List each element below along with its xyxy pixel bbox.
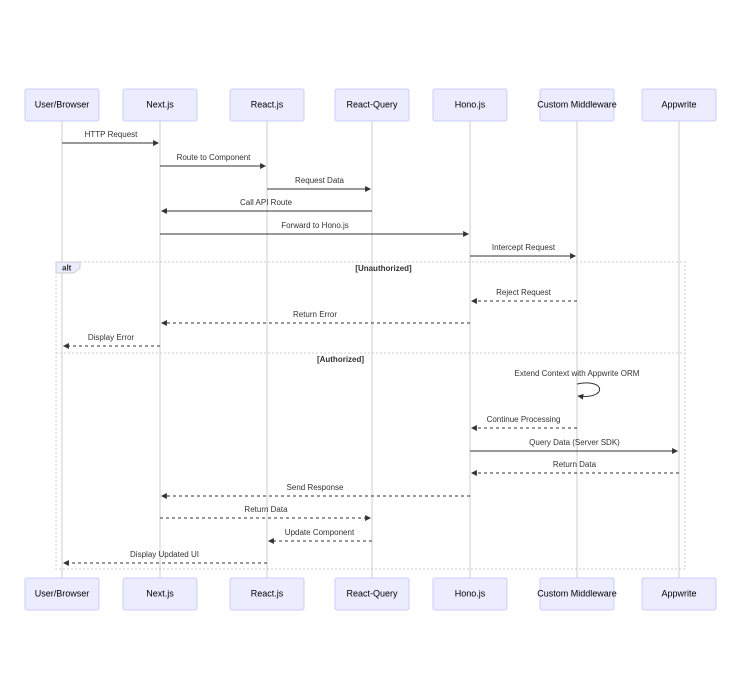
actor-label: Custom Middleware	[537, 588, 617, 598]
actor-rq-top: React-Query	[334, 88, 410, 122]
actor-box	[641, 88, 717, 122]
lifelines	[61, 121, 680, 578]
actor-label: User/Browser	[35, 588, 90, 598]
actor-box	[432, 88, 508, 122]
actor-aw-bottom: Appwrite	[641, 577, 717, 611]
message-11: Query Data (Server SDK)	[470, 438, 679, 454]
actor-box	[334, 577, 410, 611]
message-2: Request Data	[267, 176, 372, 192]
message-10: Continue Processing	[470, 415, 577, 431]
actor-box	[432, 577, 508, 611]
actor-react-top: React.js	[229, 88, 305, 122]
message-1: Route to Component	[160, 153, 267, 169]
message-15: Update Component	[267, 528, 372, 544]
alt-condition-unauthorized: [Unauthorized]	[355, 264, 412, 273]
alt-tag-box	[55, 261, 81, 274]
message-12: Return Data	[470, 460, 679, 476]
actor-box	[641, 577, 717, 611]
message-label: Display Updated UI	[130, 550, 199, 559]
message-label: HTTP Request	[85, 130, 139, 139]
actor-label: User/Browser	[35, 99, 90, 109]
message-9: Extend Context with Appwrite ORM	[515, 369, 640, 400]
actor-mw-bottom: Custom Middleware	[537, 577, 617, 611]
message-arrow	[576, 382, 601, 400]
message-5: Intercept Request	[470, 243, 577, 259]
actor-label: Appwrite	[661, 99, 696, 109]
actor-next-top: Next.js	[122, 88, 198, 122]
actor-label: Hono.js	[455, 588, 486, 598]
actor-label: Appwrite	[661, 588, 696, 598]
message-16: Display Updated UI	[62, 550, 267, 566]
actor-box	[24, 88, 100, 122]
message-label: Route to Component	[177, 153, 252, 162]
actor-box	[539, 88, 615, 122]
actor-box	[229, 88, 305, 122]
alt-block: alt [Unauthorized] [Authorized]	[55, 261, 686, 570]
actor-rq-bottom: React-Query	[334, 577, 410, 611]
message-label: Continue Processing	[487, 415, 561, 424]
message-13: Send Response	[160, 483, 470, 499]
message-label: Send Response	[287, 483, 344, 492]
message-3: Call API Route	[160, 198, 372, 214]
message-label: Return Data	[244, 505, 288, 514]
actor-label: Next.js	[146, 99, 174, 109]
message-label: Update Component	[285, 528, 355, 537]
actor-label: Custom Middleware	[537, 99, 617, 109]
message-4: Forward to Hono.js	[160, 221, 470, 237]
message-label: Extend Context with Appwrite ORM	[515, 369, 640, 378]
message-label: Return Data	[553, 460, 597, 469]
alt-condition-authorized: [Authorized]	[317, 355, 364, 364]
message-label: Reject Request	[496, 288, 551, 297]
message-label: Intercept Request	[492, 243, 556, 252]
actor-box	[122, 577, 198, 611]
message-label: Return Error	[293, 310, 337, 319]
actor-label: Hono.js	[455, 99, 486, 109]
actor-react-bottom: React.js	[229, 577, 305, 611]
message-6: Reject Request	[470, 288, 577, 304]
message-0: HTTP Request	[62, 130, 160, 146]
message-label: Display Error	[88, 333, 135, 342]
actors-top: User/Browser Next.js React.js React-Query Ho…	[24, 88, 717, 122]
actor-label: React.js	[251, 99, 284, 109]
actor-box	[24, 577, 100, 611]
message-label: Request Data	[295, 176, 344, 185]
actor-label: React-Query	[346, 99, 398, 109]
alt-frame	[55, 261, 686, 570]
actor-box	[229, 577, 305, 611]
message-label: Forward to Hono.js	[281, 221, 349, 230]
actor-next-bottom: Next.js	[122, 577, 198, 611]
actor-hono-top: Hono.js	[432, 88, 508, 122]
actor-label: Next.js	[146, 588, 174, 598]
actor-user-bottom: User/Browser	[24, 577, 100, 611]
actor-label: React-Query	[346, 588, 398, 598]
message-label: Call API Route	[240, 198, 293, 207]
actor-box	[539, 577, 615, 611]
actor-box	[122, 88, 198, 122]
actor-hono-bottom: Hono.js	[432, 577, 508, 611]
message-7: Return Error	[160, 310, 470, 326]
actor-box	[334, 88, 410, 122]
actor-label: React.js	[251, 588, 284, 598]
actor-mw-top: Custom Middleware	[537, 88, 617, 122]
message-8: Display Error	[62, 333, 160, 349]
actors-bottom: User/Browser Next.js React.js React-Query Ho…	[24, 577, 717, 611]
actor-user-top: User/Browser	[24, 88, 100, 122]
message-14: Return Data	[160, 505, 372, 521]
message-label: Query Data (Server SDK)	[529, 438, 620, 447]
actor-aw-top: Appwrite	[641, 88, 717, 122]
alt-tag-label: alt	[62, 264, 72, 273]
